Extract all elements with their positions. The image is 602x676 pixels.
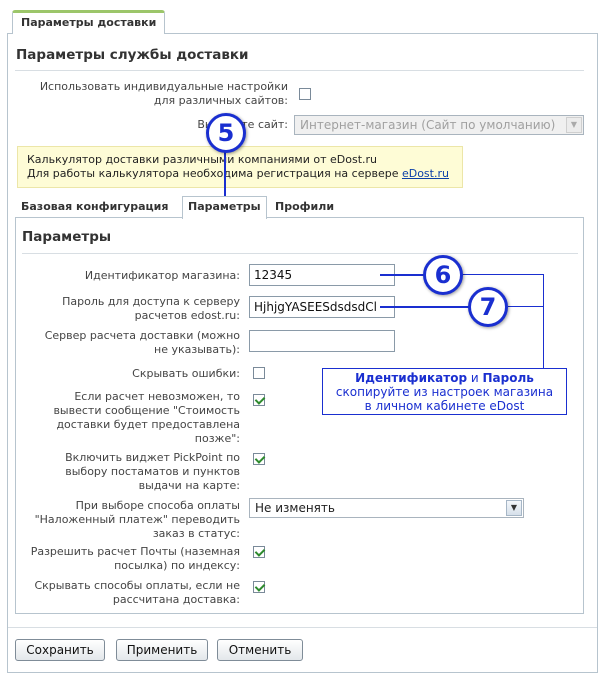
- badge5-pointer: [224, 148, 226, 206]
- bracket-bottom: [508, 306, 544, 307]
- inner-tabs: Базовая конфигурация Параметры Профили: [15, 196, 584, 219]
- callout-line2: скопируйте из настроек магазина: [335, 385, 554, 399]
- cod-status-value: Не изменять: [255, 501, 335, 515]
- cod-status-label: При выборе способа оплаты "Наложенный пл…: [34, 499, 240, 540]
- edost-link[interactable]: eDost.ru: [401, 167, 449, 180]
- edost-info-note: Калькулятор доставки различными компания…: [17, 146, 463, 188]
- post-index-checkbox[interactable]: [253, 546, 265, 558]
- site-select[interactable]: Интернет-магазин (Сайт по умолчанию) ▼: [294, 115, 584, 135]
- step-5-badge: 5: [206, 113, 246, 153]
- section-title: Параметры службы доставки: [16, 47, 249, 63]
- tab-basic-config[interactable]: Базовая конфигурация: [21, 200, 169, 213]
- cancel-button[interactable]: Отменить: [217, 639, 303, 661]
- hide-errors-label: Скрывать ошибки:: [132, 367, 240, 380]
- badge6-pointer: [380, 274, 426, 276]
- chevron-down-icon: ▼: [566, 117, 582, 133]
- post-index-label: Разрешить расчет Почты (наземная посылка…: [30, 545, 240, 572]
- step-6-badge: 6: [423, 255, 463, 295]
- note-line2: Для работы калькулятора необходима регис…: [27, 167, 402, 180]
- panel-divider: [22, 253, 578, 254]
- cod-status-select[interactable]: Не изменять ▼: [249, 498, 524, 518]
- tab-profiles[interactable]: Профили: [275, 200, 335, 213]
- apply-button[interactable]: Применить: [116, 639, 208, 661]
- impossible-msg-label: Если расчет невозможен, то вывести сообщ…: [53, 390, 240, 445]
- bracket-vertical: [543, 274, 544, 368]
- callout-line3: в личном кабинете eDost: [364, 399, 525, 413]
- chevron-down-icon: ▼: [506, 500, 522, 516]
- pickpoint-checkbox[interactable]: [253, 453, 265, 465]
- site-select-label: Выберите сайт:: [197, 118, 288, 131]
- site-select-value: Интернет-магазин (Сайт по умолчанию): [300, 118, 556, 132]
- tab-parameters[interactable]: Параметры: [182, 196, 267, 219]
- footer-divider: [8, 627, 597, 628]
- note-line1: Калькулятор доставки различными компания…: [27, 153, 378, 166]
- password-label: Пароль для доступа к серверу расчетов ed…: [62, 295, 240, 322]
- tab-delivery-params[interactable]: Параметры доставки: [12, 10, 166, 34]
- server-label: Сервер расчета доставки (можно не указыв…: [44, 329, 240, 356]
- credentials-callout: Идентификатор и Пароль скопируйте из нас…: [322, 368, 567, 415]
- save-button[interactable]: Сохранить: [15, 639, 105, 661]
- hide-errors-checkbox[interactable]: [253, 367, 265, 379]
- individual-settings-label: Использовать индивидуальные настройки дл…: [39, 80, 288, 107]
- pickpoint-label: Включить виджет PickPoint по выбору пост…: [65, 451, 240, 492]
- hide-payment-checkbox[interactable]: [253, 581, 265, 593]
- hide-payment-label: Скрывать способы оплаты, если не рассчит…: [34, 579, 240, 606]
- badge7-pointer: [380, 306, 472, 308]
- panel-title: Параметры: [22, 229, 112, 245]
- impossible-msg-checkbox[interactable]: [253, 394, 265, 406]
- shop-id-input[interactable]: 12345: [249, 264, 395, 286]
- callout-bold-id: Идентификатор: [355, 371, 468, 385]
- individual-settings-checkbox[interactable]: [299, 88, 311, 100]
- shop-id-label: Идентификатор магазина:: [84, 269, 240, 282]
- server-input[interactable]: [249, 330, 395, 352]
- password-input[interactable]: HjhjgYASEESdsdsdCl: [249, 296, 395, 318]
- callout-bold-password: Пароль: [482, 371, 534, 385]
- divider: [15, 70, 584, 71]
- bracket-top: [462, 274, 544, 275]
- step-7-badge: 7: [468, 287, 508, 327]
- callout-and: и: [467, 371, 483, 385]
